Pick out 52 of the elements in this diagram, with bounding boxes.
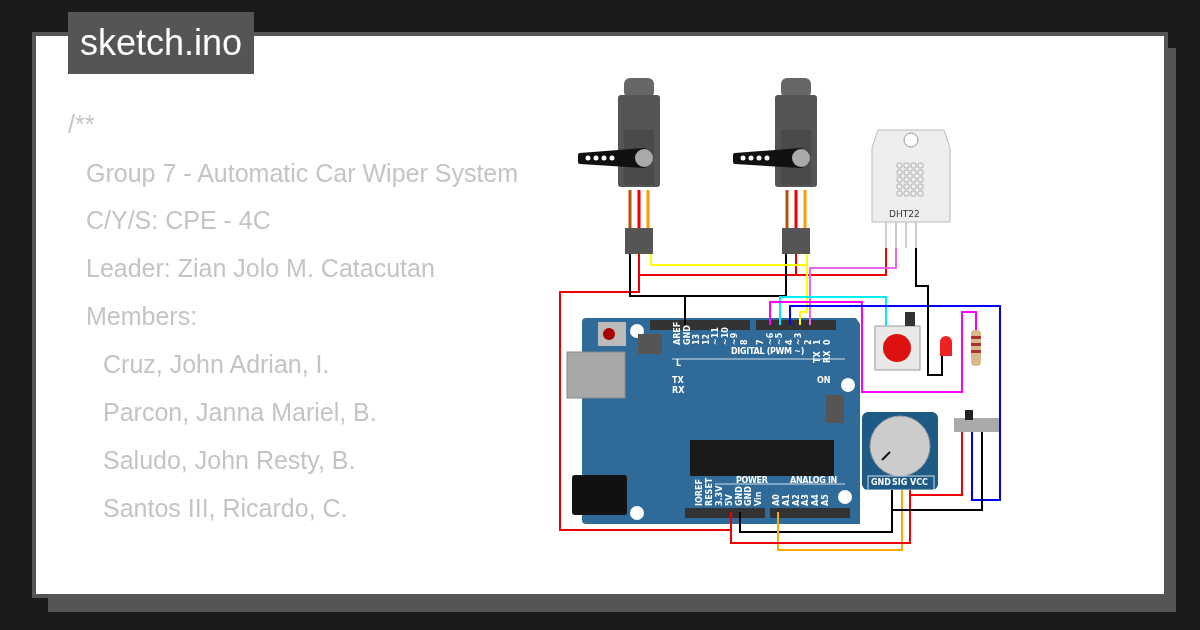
code-comment-line: Leader: Zian Jolo M. Catacutan [86, 256, 435, 281]
pin-label: GND [745, 486, 753, 506]
pin-label: ~3 [795, 332, 803, 345]
board-label: POWER [736, 477, 768, 485]
pin-label: 2 [805, 339, 813, 345]
pin-label: 13 [693, 333, 701, 345]
code-comment-line: Cruz, John Adrian, I. [103, 352, 330, 377]
pin-label: 12 [703, 333, 711, 345]
pin-label: A2 [793, 494, 801, 506]
pin-label: GND [871, 479, 891, 487]
pin-label: ~10 [722, 327, 730, 345]
pin-label: TX [672, 377, 684, 385]
pin-label: A0 [773, 494, 781, 506]
pin-label: TX [814, 351, 822, 363]
pin-label: 1 [814, 339, 822, 345]
pin-label: A3 [802, 494, 810, 506]
pin-label: ON [817, 377, 831, 385]
pin-label: ~5 [776, 332, 784, 345]
file-tab: sketch.ino [68, 12, 255, 74]
code-comment-line: Santos III, Ricardo, C. [103, 496, 348, 521]
code-comment-line: Group 7 - Automatic Car Wiper System [86, 161, 519, 186]
code-comment-line: Members: [86, 304, 198, 329]
pin-label: GND [684, 325, 692, 345]
pin-label: 8 [741, 339, 749, 345]
code-comment-line: Saludo, John Resty, B. [103, 448, 356, 473]
pin-label: RX [672, 387, 685, 395]
pin-label: AREF [674, 321, 682, 345]
pin-label: A5 [822, 494, 830, 506]
pin-label: RX [824, 350, 832, 363]
code-comment-line: Parcon, Janna Mariel, B. [103, 400, 377, 425]
pin-label: SIG [892, 479, 908, 487]
board-label: DIGITAL (PWM ~) [731, 348, 805, 356]
pin-label: 4 [786, 339, 794, 345]
board-label: ANALOG IN [790, 477, 837, 485]
pin-label: ~11 [712, 327, 720, 345]
pin-label: ~6 [767, 332, 775, 345]
pin-label: 5V [726, 494, 734, 506]
pin-label: IOREF [696, 479, 704, 506]
pin-label: RESET [706, 477, 714, 506]
pin-label: VCC [910, 479, 928, 487]
pin-label: 0 [824, 339, 832, 345]
pin-label: Vin [755, 491, 763, 506]
pin-label: A4 [812, 494, 820, 506]
code-comment-line: /** [68, 112, 95, 137]
pin-label: 7 [757, 339, 765, 345]
pin-label: A1 [783, 494, 791, 506]
sensor-label: DHT22 [889, 210, 920, 219]
pin-label: 3.3V [716, 485, 724, 506]
code-comment-line: C/Y/S: CPE - 4C [86, 208, 271, 233]
pin-label: L [676, 360, 682, 368]
pin-label: ~9 [731, 332, 739, 345]
pin-label: GND [736, 486, 744, 506]
